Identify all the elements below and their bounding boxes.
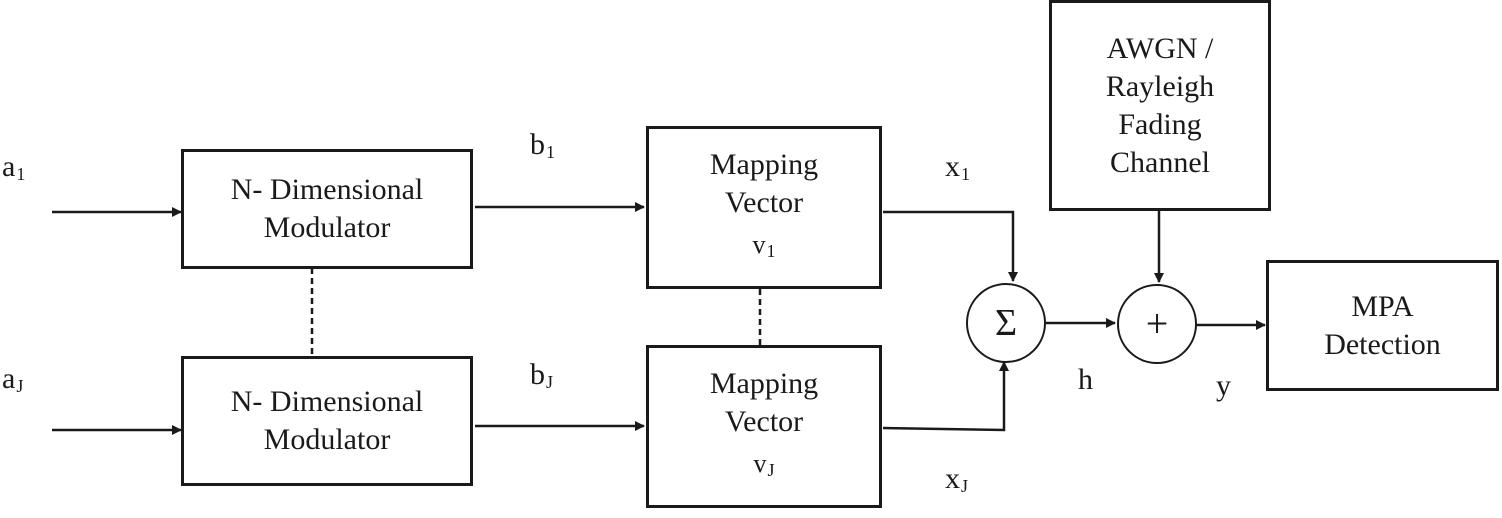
mapping-vector-top: Mapping Vector v1 <box>646 126 882 289</box>
mpa-detection-box: MPA Detection <box>1266 260 1499 391</box>
mapping-top-line1: Mapping <box>709 147 819 181</box>
label-h: h <box>1078 363 1093 396</box>
modulator-bottom-line2: Modulator <box>263 423 391 456</box>
label-x1: x1 <box>945 150 970 185</box>
label-y: y <box>1216 369 1231 402</box>
detector-line2: Detection <box>1324 327 1441 361</box>
modulator-top: N- Dimensional Modulator <box>181 149 473 269</box>
summation-symbol: Σ <box>994 302 1018 344</box>
modulator-top-line2: Modulator <box>263 211 391 244</box>
modulator-bottom: N- Dimensional Modulator <box>181 356 473 486</box>
arrow-x1-to-sum <box>883 210 1018 282</box>
plus-symbol: + <box>1145 301 1169 346</box>
label-aJ: aJ <box>2 362 24 397</box>
mapping-bottom-variable: vJ <box>753 448 775 480</box>
label-b1: b1 <box>530 128 555 163</box>
mapping-top-line2: Vector <box>724 185 804 219</box>
adder-node: + <box>1117 284 1197 364</box>
arrow-xJ-to-sum <box>882 361 1009 432</box>
channel-line2: Rayleigh <box>1105 69 1215 103</box>
mapping-bottom-line2: Vector <box>724 404 804 438</box>
modulator-top-line1: N- Dimensional <box>230 173 424 206</box>
detector-line1: MPA <box>1351 289 1414 323</box>
channel-line4: Channel <box>1110 145 1210 179</box>
channel-line3: Fading <box>1118 107 1202 141</box>
mapping-vector-bottom: Mapping Vector vJ <box>646 345 882 508</box>
mapping-top-variable: v1 <box>752 229 776 261</box>
summation-node: Σ <box>966 283 1046 363</box>
label-bJ: bJ <box>530 358 554 393</box>
label-xJ: xJ <box>945 462 969 497</box>
label-a1: a1 <box>2 150 26 185</box>
mapping-bottom-line1: Mapping <box>709 366 819 400</box>
channel-line1: AWGN / <box>1106 31 1214 65</box>
channel-box: AWGN / Rayleigh Fading Channel <box>1049 0 1271 211</box>
modulator-bottom-line1: N- Dimensional <box>230 385 424 418</box>
